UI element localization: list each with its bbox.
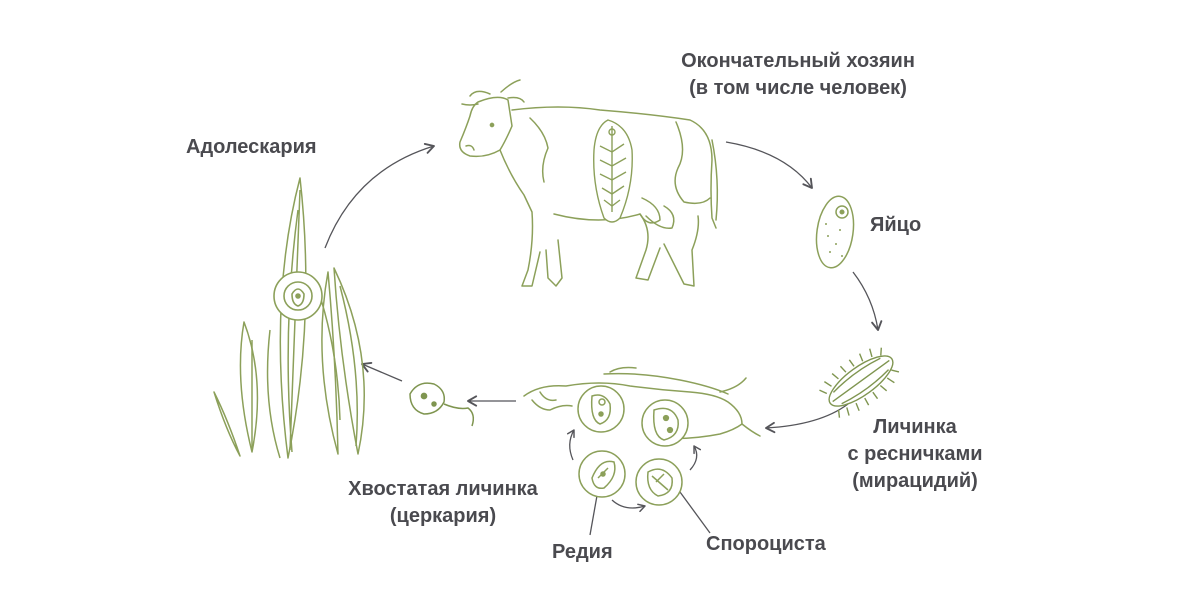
arrow-cercaria-to-grass — [361, 361, 403, 382]
label-miracidium: Личинка с ресничками (мирацидий) — [820, 414, 1010, 495]
label-sporocyst: Спороциста — [706, 533, 826, 555]
sporocyst-stage-icon — [635, 458, 683, 506]
miracidium-icon — [819, 347, 900, 418]
redia-stage-icon — [578, 450, 626, 498]
arrow-grass-to-host — [324, 142, 435, 249]
redia-icon — [577, 385, 625, 433]
arrow-host-to-egg — [725, 141, 813, 189]
leader-sporocyst — [679, 491, 711, 534]
arrow-inner-1 — [566, 429, 575, 461]
leader-redia — [589, 489, 599, 536]
label-definitive-host-line1: Окончательный хозяин — [681, 50, 915, 72]
sporocyst-icon — [641, 399, 689, 447]
label-cercaria-line1: Хвостатая личинка — [348, 478, 538, 500]
label-redia: Редия — [552, 541, 613, 563]
cyst-icon — [273, 271, 323, 321]
arrow-egg-to-miracidium — [852, 271, 883, 331]
liver-fluke-icon — [593, 119, 633, 223]
arrow-inner-3 — [689, 445, 702, 471]
label-cercaria: Хвостатая личинка (церкария) — [318, 476, 568, 530]
label-cercaria-line2: (церкария) — [389, 505, 497, 527]
label-adolescaria: Адолескария — [186, 136, 317, 158]
egg-icon — [815, 195, 855, 269]
label-egg: Яйцо — [870, 214, 922, 236]
label-miracidium-line1: Личинка — [873, 416, 957, 438]
label-miracidium-line3: (мирацидий) — [852, 470, 978, 492]
cercaria-icon — [409, 382, 475, 427]
snail-icon — [523, 366, 761, 440]
label-definitive-host: Окончательный хозяин (в том числе челове… — [648, 48, 948, 102]
cycle-arrows — [324, 141, 883, 536]
arrow-inner-2 — [611, 499, 646, 513]
label-miracidium-line2: с ресничками — [847, 443, 983, 465]
cow-icon — [458, 79, 719, 287]
label-definitive-host-line2: (в том числе человек) — [689, 77, 907, 99]
arrow-miracidium-to-snail — [765, 403, 849, 434]
